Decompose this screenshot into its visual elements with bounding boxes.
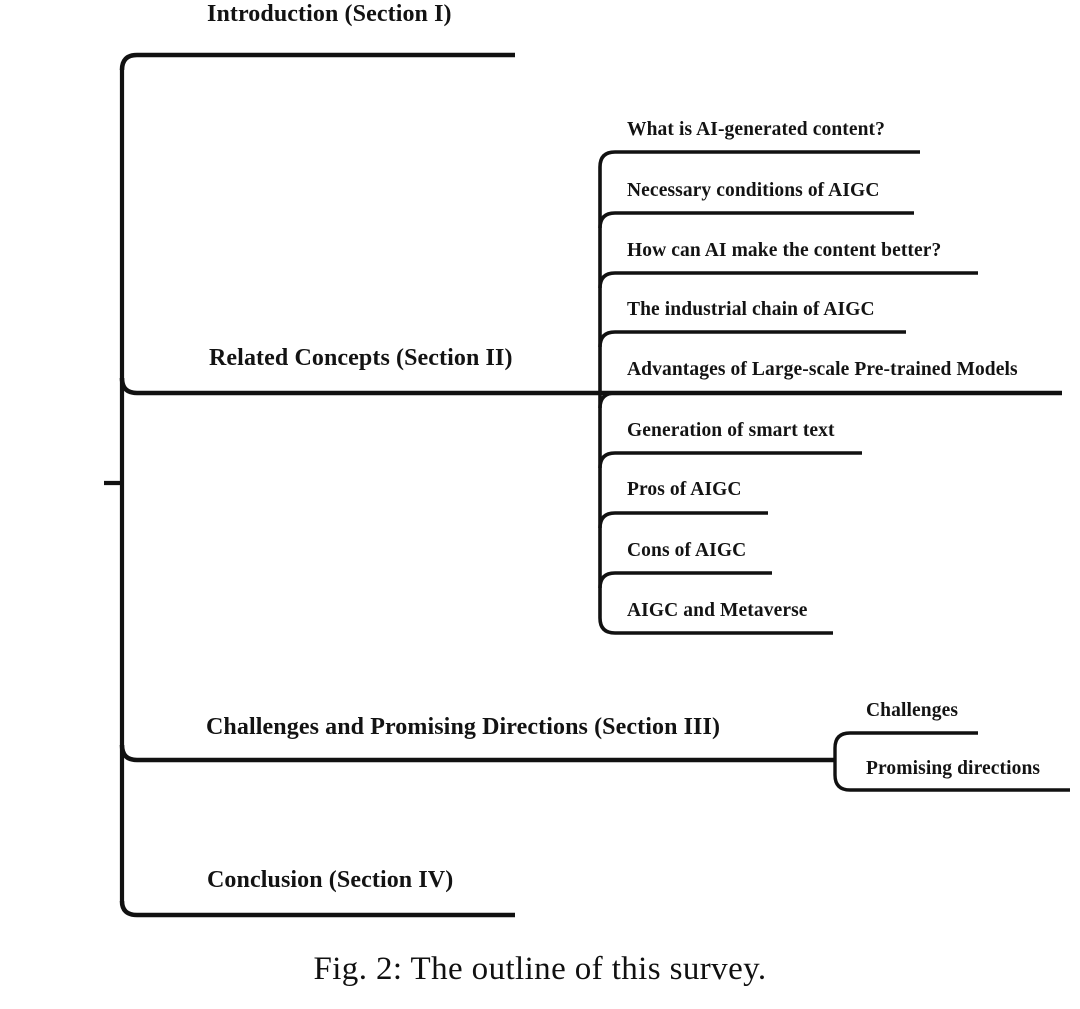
sub-label-smart-text: Generation of smart text [627,420,835,441]
figure-caption: Fig. 2: The outline of this survey. [313,951,767,987]
sub-label-what-is-aigc: What is AI-generated content? [627,119,885,140]
sub-branch-line-metaverse [598,617,833,635]
sub-label-necessary-conditions: Necessary conditions of AIGC [627,180,880,201]
branch-line-challenges-directions [119,744,835,763]
sub-label-metaverse: AIGC and Metaverse [627,600,808,621]
sub-branch-line-what-is-aigc [598,150,920,168]
sub-branch-line-challenges [833,731,978,749]
branch-line-conclusion [119,900,515,918]
sub-branch-line-industrial-chain [598,330,906,348]
branch-line-related-concepts [119,377,1062,396]
sub-label-challenges: Challenges [866,700,959,721]
sub-label-pros: Pros of AIGC [627,479,742,500]
section-label-conclusion: Conclusion (Section IV) [207,867,454,893]
sub-label-promising-directions: Promising directions [866,758,1041,779]
section-label-related-concepts: Related Concepts (Section II) [209,345,513,371]
sub-label-advantages-pretrained: Advantages of Large-scale Pre-trained Mo… [627,359,1018,380]
sub-branch-line-smart-text [598,451,862,469]
branch-line-introduction [119,52,515,71]
sub-label-industrial-chain: The industrial chain of AIGC [627,299,875,320]
sub-branch-line-advantages-pretrained [598,391,1062,409]
sub-label-content-better: How can AI make the content better? [627,240,942,261]
sub-branch-line-content-better [598,271,978,289]
section-label-challenges-directions: Challenges and Promising Directions (Sec… [206,714,721,740]
section-label-introduction: Introduction (Section I) [207,1,452,27]
sub-branch-line-necessary-conditions [598,211,914,229]
sub-branch-line-pros [598,511,768,529]
sub-label-cons: Cons of AIGC [627,540,747,561]
sub-branch-line-cons [598,571,772,589]
sub-branch-line-promising-directions [833,774,1070,792]
